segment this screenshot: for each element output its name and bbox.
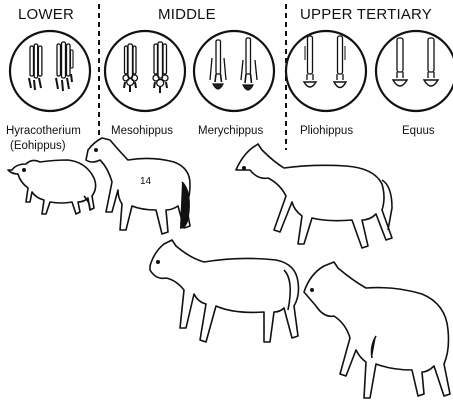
label-equus: Equus bbox=[402, 124, 435, 138]
horse-hyracotherium bbox=[8, 160, 96, 214]
foot-circle-pliohippus bbox=[286, 31, 366, 111]
horse-pliohippus bbox=[150, 240, 299, 342]
horse-marking: 14 bbox=[140, 176, 152, 187]
label-hyracotherium: Hyracotherium bbox=[6, 124, 81, 138]
horse-merychippus bbox=[236, 144, 392, 248]
label-mesohippus: Mesohippus bbox=[111, 124, 173, 138]
label-merychippus: Merychippus bbox=[198, 124, 263, 138]
label-eohippus: (Eohippus) bbox=[10, 139, 66, 153]
foot-circle-hyracotherium bbox=[10, 31, 90, 111]
foot-circle-mesohippus bbox=[105, 31, 185, 111]
horse-equus bbox=[304, 262, 450, 398]
foot-circle-merychippus bbox=[194, 31, 274, 111]
foot-circle-equus bbox=[376, 31, 453, 111]
label-pliohippus: Pliohippus bbox=[300, 124, 353, 138]
horse-mesohippus: 14 bbox=[86, 138, 190, 234]
